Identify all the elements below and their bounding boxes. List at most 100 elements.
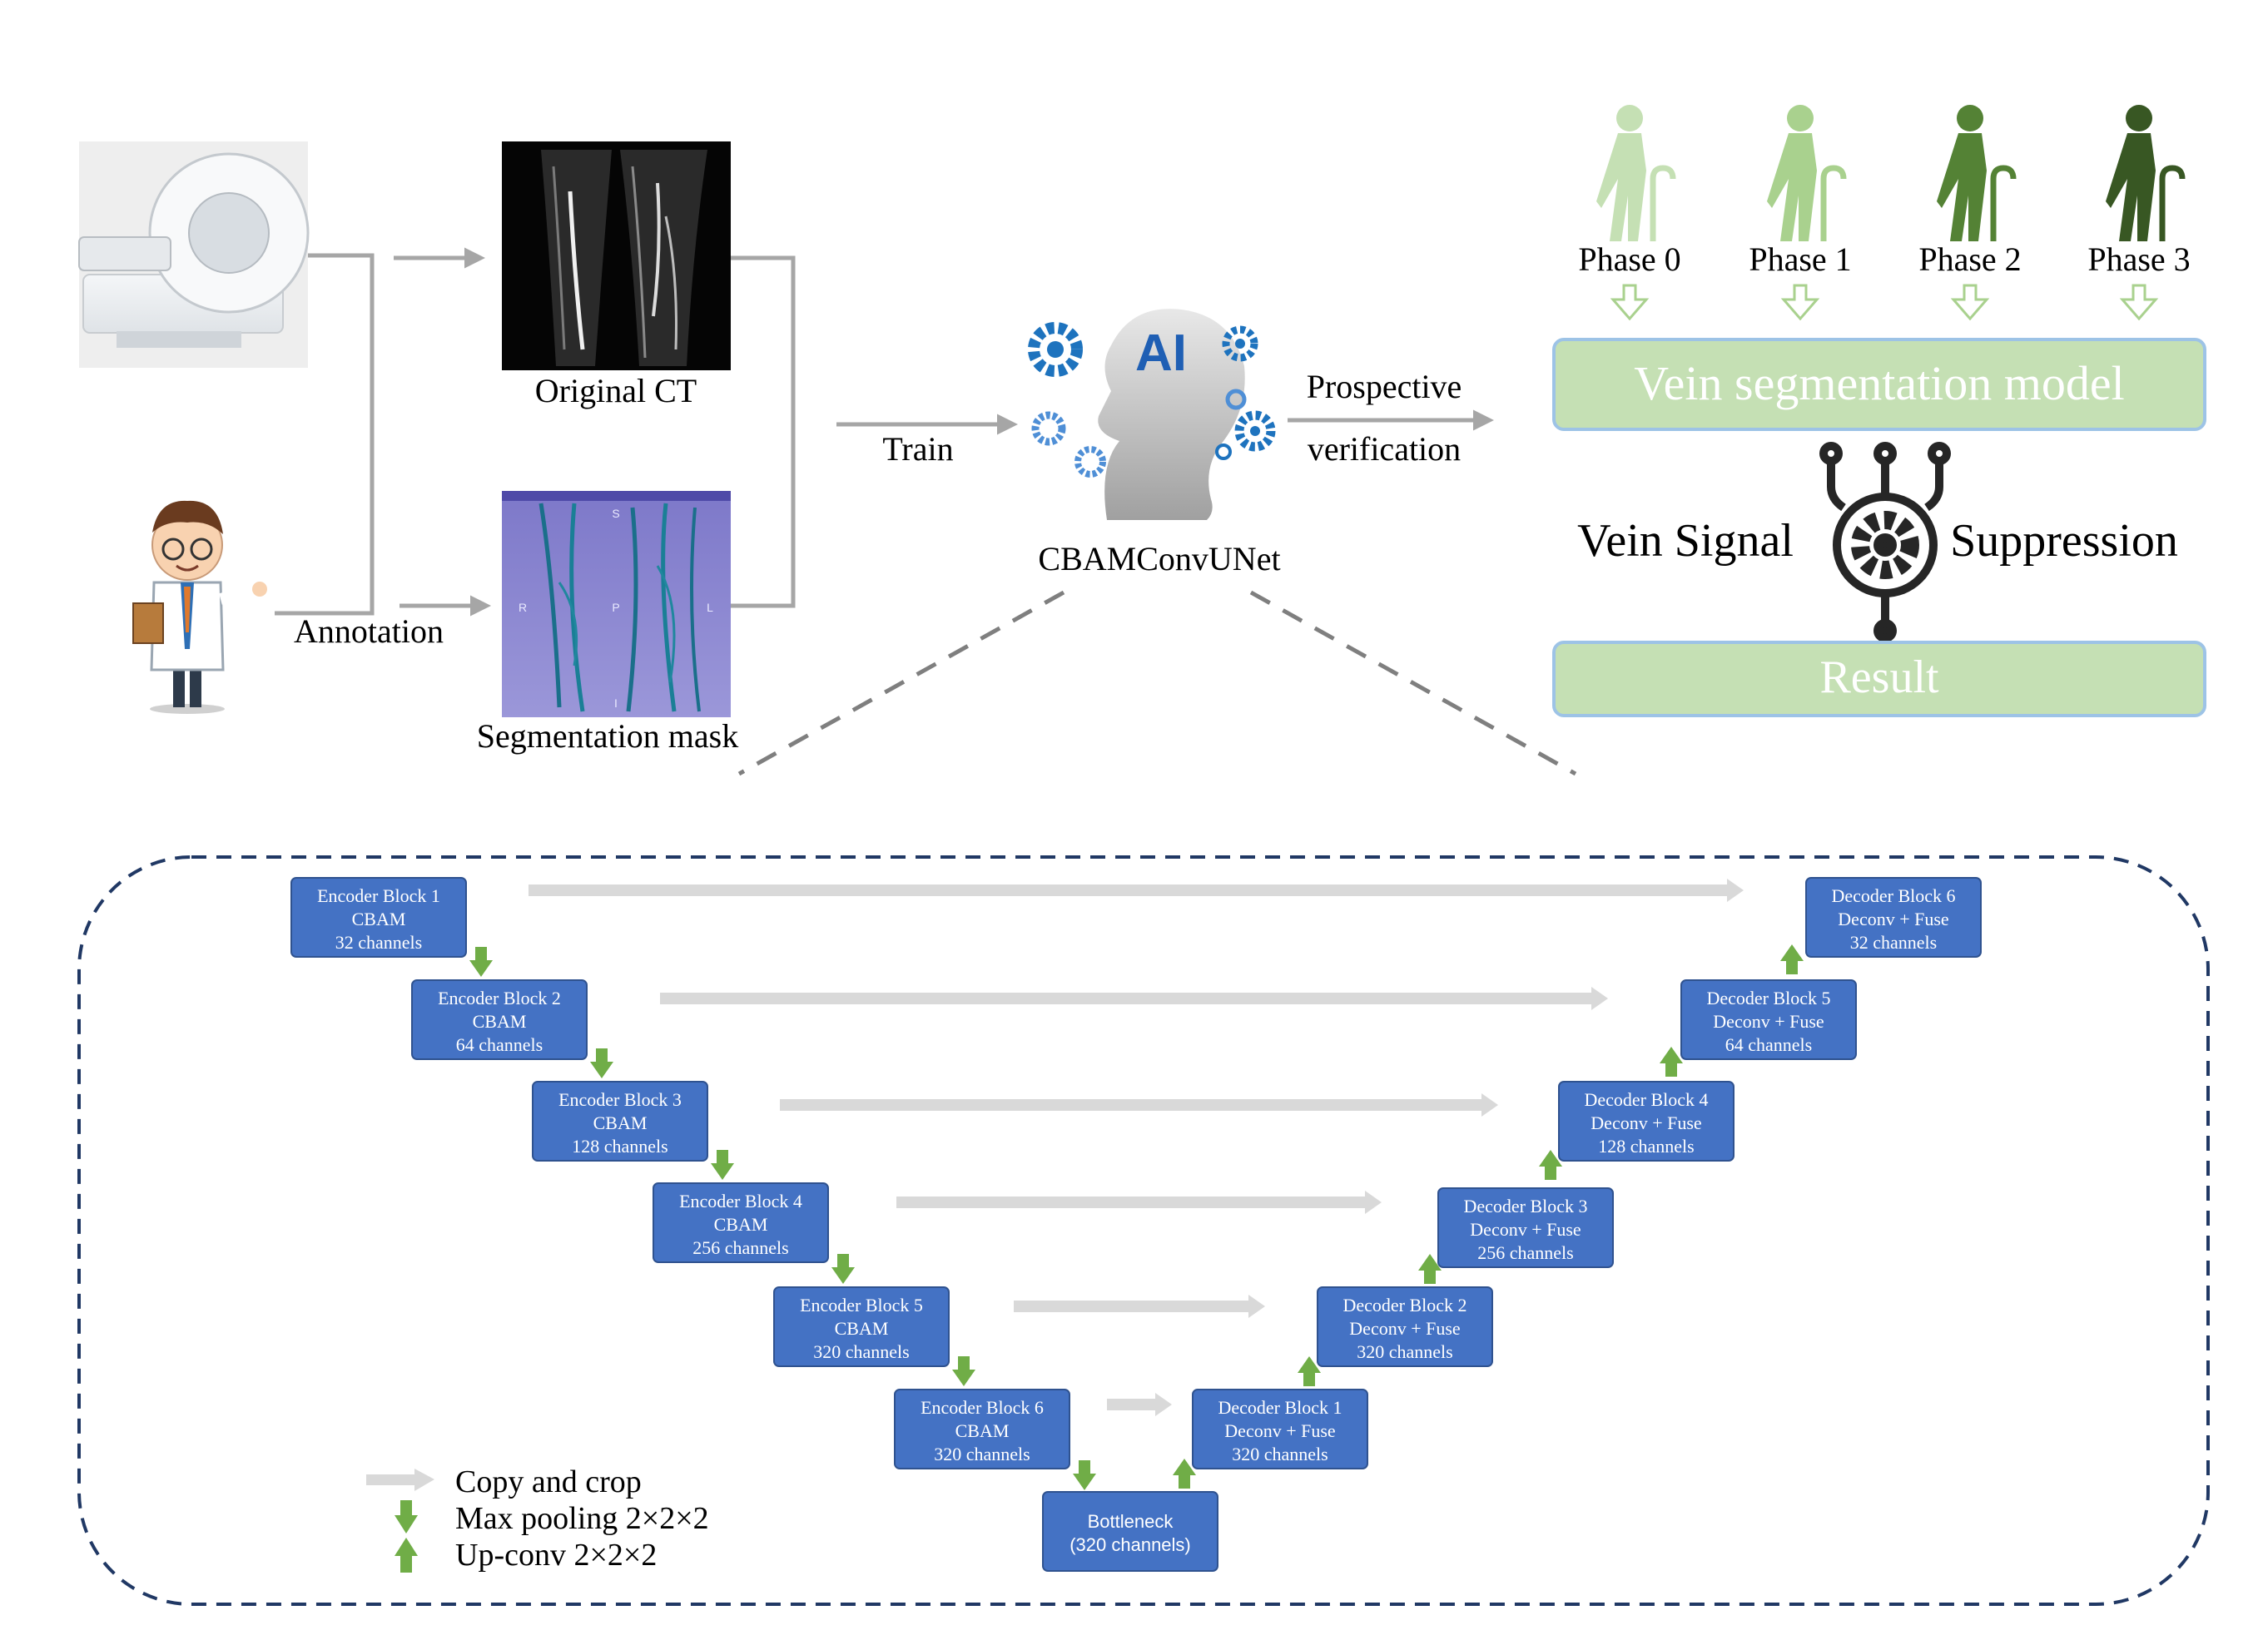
train-label: Train xyxy=(882,430,953,468)
result-label: Result xyxy=(1819,652,1939,703)
copy-crop-arrow-1 xyxy=(529,879,1744,902)
max-pooling-arrow-4 xyxy=(831,1254,855,1284)
legend-copy-crop-icon xyxy=(366,1469,434,1491)
gear-icon-small-6 xyxy=(1215,443,1232,460)
prospective-label: Prospective xyxy=(1307,368,1462,405)
encoder-block-3-channels: 128 channels xyxy=(572,1136,667,1157)
gear-icon-small-1 xyxy=(1222,325,1258,362)
copy-crop-arrows xyxy=(529,879,1744,1416)
legend-up-conv-icon xyxy=(395,1538,418,1573)
decoder-block-1-subtitle: Deconv + Fuse xyxy=(1838,909,1948,929)
processing-gear-icon xyxy=(1819,442,1951,642)
bottleneck-channels: (320 channels) xyxy=(1069,1534,1191,1555)
encoder-block-1-channels: 32 channels xyxy=(335,932,422,953)
copy-crop-arrow-2 xyxy=(660,987,1608,1010)
phase-3-figure-icon xyxy=(2106,105,2186,241)
encoder-block-5-title: Encoder Block 5 xyxy=(800,1295,923,1315)
legend-max-pooling-label: Max pooling 2×2×2 xyxy=(455,1501,709,1536)
encoder-block-4-title: Encoder Block 4 xyxy=(679,1191,802,1211)
pooling-arrows xyxy=(469,944,1804,1490)
mask-axis-i: I xyxy=(614,696,618,710)
segmentation-mask-label: Segmentation mask xyxy=(477,717,738,755)
unet-architecture-frame xyxy=(77,855,2210,1606)
legend-up-conv-label: Up-conv 2×2×2 xyxy=(455,1538,657,1573)
decoder-block-4-title: Decoder Block 3 xyxy=(1463,1196,1587,1216)
encoder-block-5-subtitle: CBAM xyxy=(835,1318,889,1339)
up-conv-arrow-5 xyxy=(1298,1356,1321,1386)
decoder-block-1-channels: 32 channels xyxy=(1850,932,1937,953)
phase-0-down-arrow-icon xyxy=(1610,284,1650,321)
legend-max-pooling-icon xyxy=(395,1500,418,1533)
gear-icon-small-4 xyxy=(1031,411,1066,446)
encoder-block-3-title: Encoder Block 3 xyxy=(558,1089,682,1110)
encoder-block-1-title: Encoder Block 1 xyxy=(317,885,440,906)
decoder-block-4-channels: 256 channels xyxy=(1477,1242,1573,1263)
decoder-block-1-title: Decoder Block 6 xyxy=(1831,885,1955,906)
encoder-block-6-title: Encoder Block 6 xyxy=(921,1397,1044,1418)
phase-1-down-arrow-icon xyxy=(1780,284,1820,321)
suppression-label: Suppression xyxy=(1950,515,2178,567)
zoom-dashed-lines xyxy=(737,590,1577,776)
mri-scanner-image xyxy=(78,141,310,368)
encoder-block-5-channels: 320 channels xyxy=(813,1341,909,1362)
decoder-block-6-title: Decoder Block 1 xyxy=(1218,1397,1342,1418)
result-panel xyxy=(1552,641,2206,717)
mask-axis-r: R xyxy=(519,601,527,614)
phase-2-down-arrow-icon xyxy=(1950,284,1990,321)
up-conv-arrow-6 xyxy=(1173,1459,1196,1489)
encoder-block-4-subtitle: CBAM xyxy=(714,1214,768,1235)
mask-axis-l: L xyxy=(707,601,713,614)
verification-label: verification xyxy=(1308,430,1461,468)
max-pooling-arrow-1 xyxy=(469,947,493,977)
max-pooling-arrow-5 xyxy=(952,1356,975,1386)
phase-1-figure-icon xyxy=(1767,105,1847,241)
flow-connectors-left xyxy=(275,247,1494,617)
gear-icon-small-5 xyxy=(1074,446,1106,478)
encoder-block-6-channels: 320 channels xyxy=(934,1444,1030,1464)
copy-crop-arrow-6 xyxy=(1107,1393,1172,1416)
ai-head-icon: AI xyxy=(1098,309,1245,520)
decoder-block-2-title: Decoder Block 5 xyxy=(1706,988,1830,1008)
copy-crop-arrow-5 xyxy=(1014,1295,1265,1318)
segmentation-mask-image: S R P L I xyxy=(502,491,731,717)
decoder-block-6-channels: 320 channels xyxy=(1232,1444,1328,1464)
encoder-block-3-subtitle: CBAM xyxy=(593,1112,648,1133)
mask-axis-s: S xyxy=(612,507,619,520)
encoder-block-6-subtitle: CBAM xyxy=(955,1420,1010,1441)
phase-3-label: Phase 3 xyxy=(2087,240,2190,278)
vein-segmentation-model-panel xyxy=(1552,338,2206,431)
doctor-illustration xyxy=(132,500,267,714)
vein-segmentation-model-label: Vein segmentation model xyxy=(1634,356,2125,410)
legend: Copy and crop Max pooling 2×2×2 Up-conv … xyxy=(366,1464,709,1573)
up-conv-arrow-4 xyxy=(1418,1254,1442,1284)
encoder-block-2-channels: 64 channels xyxy=(456,1034,543,1055)
decoder-block-3-title: Decoder Block 4 xyxy=(1584,1089,1708,1110)
phase-0-figure-icon xyxy=(1596,105,1676,241)
decoder-block-5-subtitle: Deconv + Fuse xyxy=(1349,1318,1460,1339)
decoder-block-5-title: Decoder Block 2 xyxy=(1342,1295,1467,1315)
encoder-block-4-channels: 256 channels xyxy=(692,1237,788,1258)
model-name-label: CBAMConvUNet xyxy=(1038,540,1280,577)
max-pooling-arrow-6 xyxy=(1073,1460,1096,1490)
mask-axis-p: P xyxy=(612,601,619,614)
up-conv-arrow-1 xyxy=(1780,944,1804,974)
ai-badge: AI xyxy=(1135,325,1187,382)
copy-crop-arrow-3 xyxy=(780,1093,1498,1117)
bottleneck-title: Bottleneck xyxy=(1088,1511,1174,1532)
phase-0-label: Phase 0 xyxy=(1578,240,1680,278)
max-pooling-arrow-2 xyxy=(590,1048,613,1078)
